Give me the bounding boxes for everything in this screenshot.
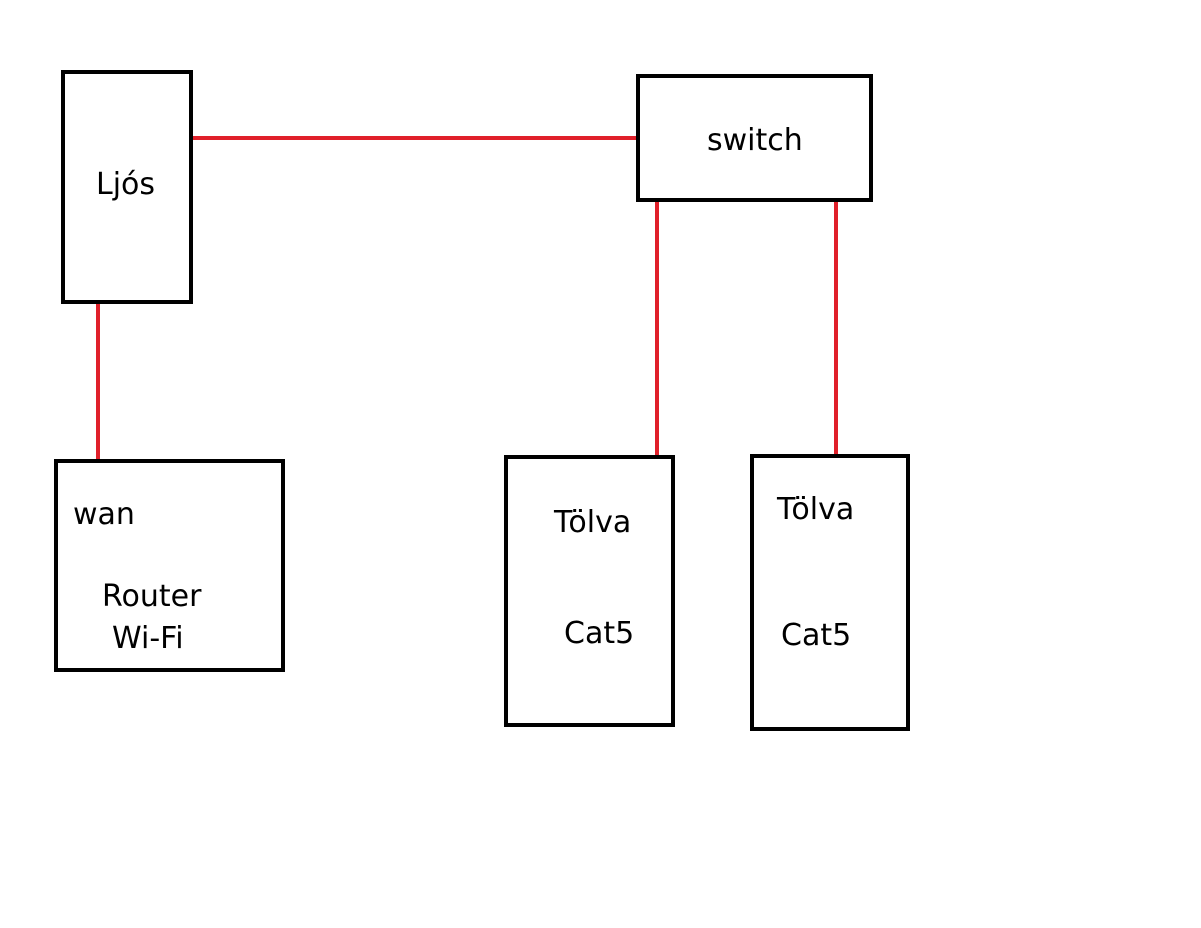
switch-label: switch — [707, 123, 803, 158]
tolva2-label-line2: Cat5 — [781, 618, 852, 653]
router-node — [54, 459, 285, 672]
router-wan-port-label: wan — [73, 497, 135, 532]
router-label-line2: Wi-Fi — [112, 621, 184, 656]
tolva2-node — [750, 454, 910, 731]
tolva1-label-line2: Cat5 — [564, 616, 635, 651]
switch-node — [636, 74, 873, 202]
router-label-line1: Router — [102, 579, 202, 614]
ljos-node — [61, 70, 193, 304]
ljos-label: Ljós — [96, 167, 156, 202]
tolva1-node — [504, 455, 675, 727]
tolva2-label-line1: Tölva — [777, 492, 855, 527]
tolva1-label-line1: Tölva — [554, 505, 632, 540]
